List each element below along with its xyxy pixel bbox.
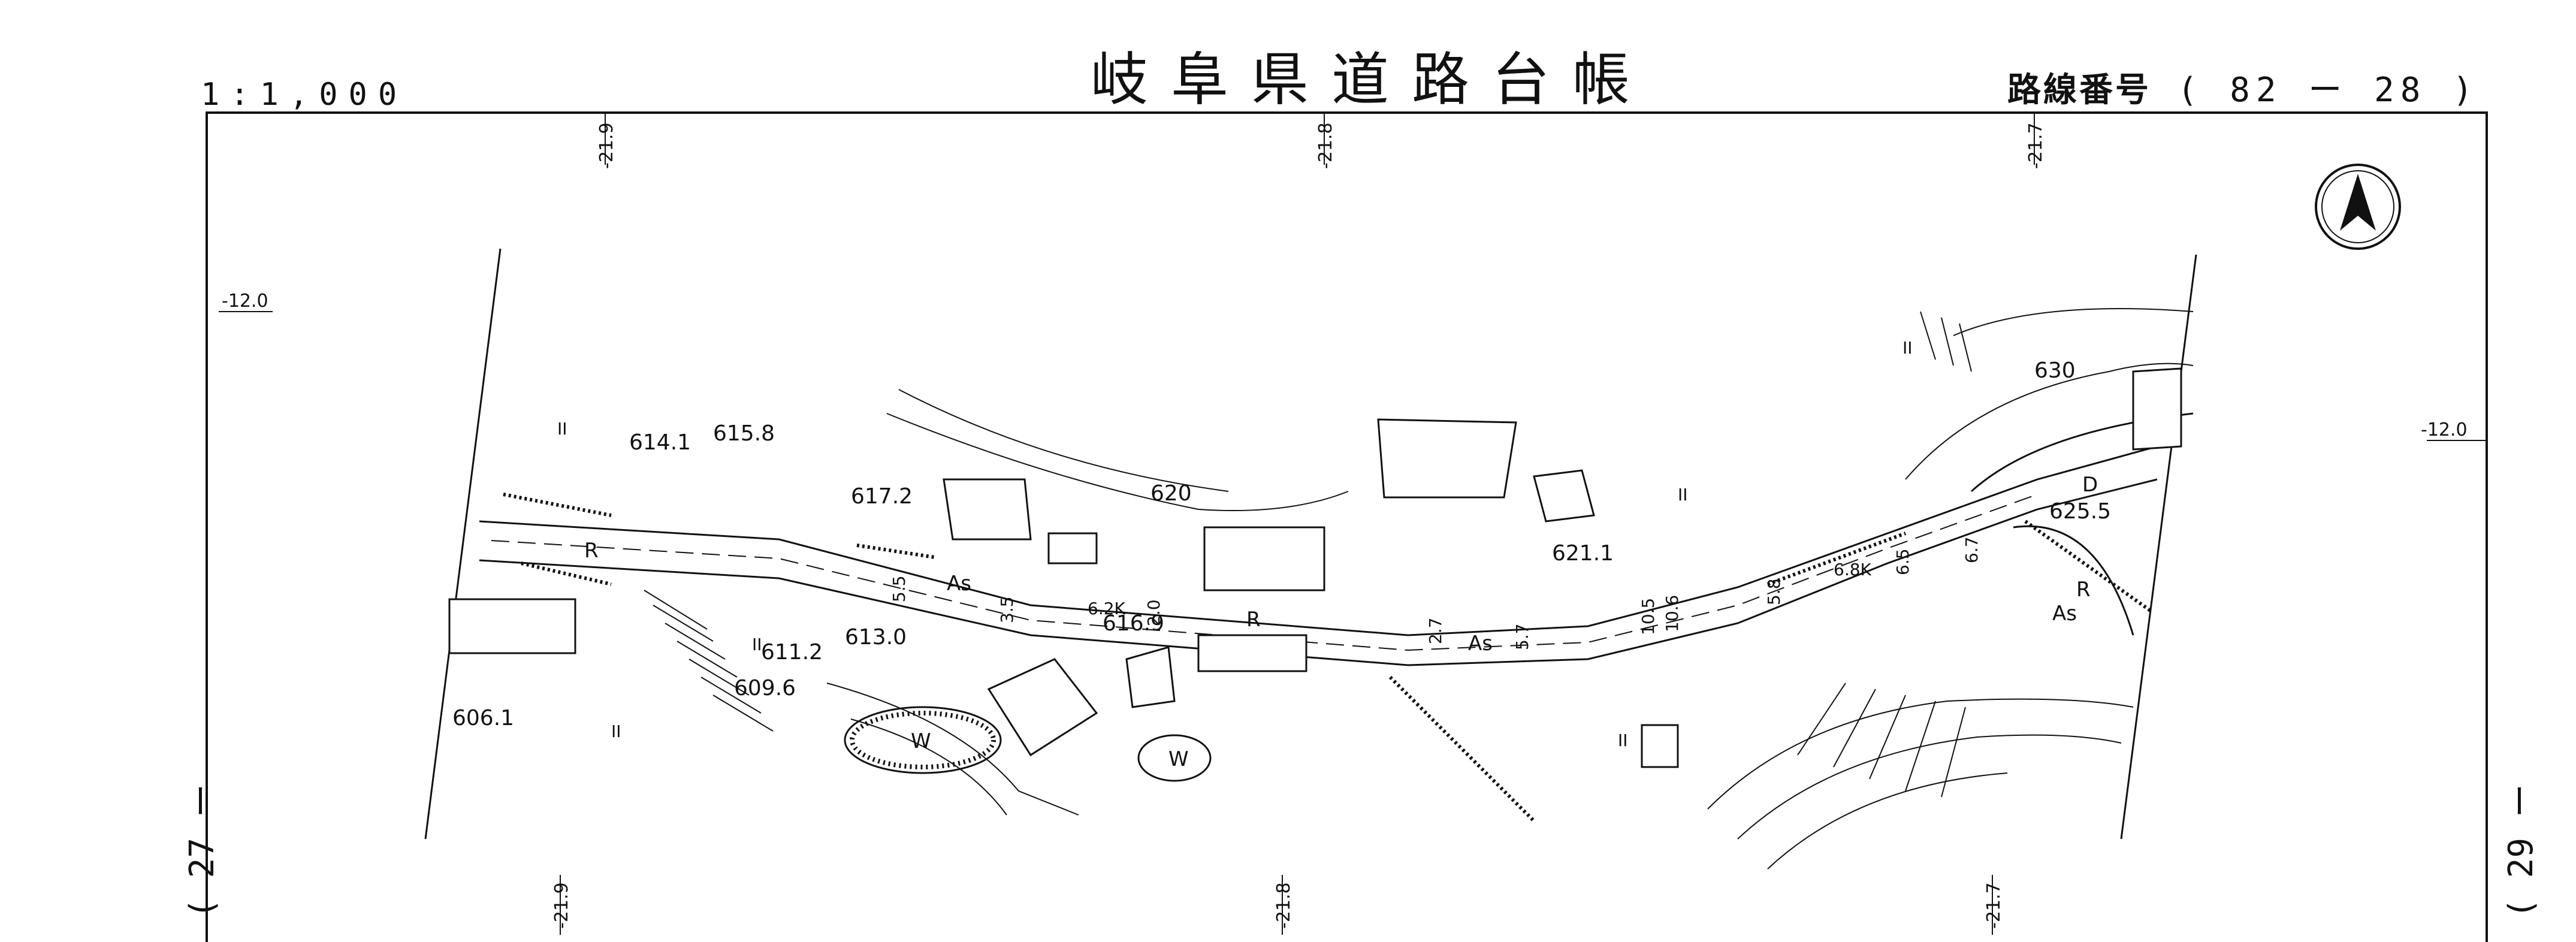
width-5-5: 5.5 — [889, 575, 909, 602]
width-10-5: 10.5 — [1638, 598, 1658, 635]
elevation-606-1: 606.1 — [452, 706, 514, 730]
scale-label: 1:1,000 — [201, 77, 408, 113]
pond-w-2: W — [1168, 747, 1189, 771]
elevation-615-8: 615.8 — [713, 421, 775, 446]
width-5-8: 5.8 — [1764, 578, 1784, 605]
grass-symbol: II — [1678, 485, 1688, 505]
road-d: D — [2082, 473, 2098, 497]
guard-rails — [503, 493, 2152, 823]
grass-symbol: II — [1902, 338, 1913, 358]
kerb-r-mid: R — [1246, 608, 1261, 632]
route-number-label: 路線番号 — [2007, 71, 2151, 110]
elevation-609-6: 609.6 — [734, 676, 796, 701]
elevation-616-9: 616.9 — [1103, 611, 1164, 636]
grass-symbol: II — [752, 635, 762, 654]
elevation-labels: 614.1 615.8 617.2 613.0 611.2 609.6 606.… — [452, 358, 2111, 730]
contour-630: 630 — [2034, 358, 2076, 383]
width-10-6: 10.6 — [1662, 595, 1682, 632]
grass-symbols: II II II II II II — [557, 338, 1913, 750]
kerb-r-right: R — [2076, 578, 2091, 602]
elevation-625-5: 625.5 — [2049, 499, 2111, 524]
grass-symbol: II — [611, 721, 621, 741]
grid-label-left: -12.0 — [222, 291, 268, 312]
grass-symbol: II — [557, 419, 567, 439]
grid-label-bottom-3: -21.7 — [1983, 882, 2004, 929]
elevation-617-2: 617.2 — [851, 484, 913, 509]
surface-as-mid: As — [1468, 632, 1493, 656]
width-2-0: 2.0 — [1144, 599, 1164, 626]
elevation-621-1: 621.1 — [1552, 541, 1614, 566]
width-dimensions: 5.5 3.5 6.2K 2.0 2.7 5.7 10.5 10.6 5.8 6… — [889, 536, 1982, 650]
elevation-613-0: 613.0 — [845, 625, 907, 650]
grid-labels: -21.9 -21.8 -21.7 -21.9 -21.8 -21.7 -12.… — [222, 122, 2468, 929]
width-5-7: 5.7 — [1512, 623, 1532, 650]
grid-label-bottom-1: -21.9 — [551, 882, 572, 929]
surface-as-right: As — [2052, 602, 2077, 626]
width-3-5: 3.5 — [997, 596, 1017, 623]
ponds — [844, 706, 1212, 782]
contours — [826, 308, 2194, 869]
grid-label-top-3: -21.7 — [2025, 122, 2046, 169]
surface-labels: As As As R R R D W W — [584, 473, 2098, 771]
route-number: 路線番号 ( 82 ー 28 ) — [2007, 63, 2479, 111]
contour-620: 620 — [1150, 481, 1192, 506]
width-6-5: 6.5 — [1893, 548, 1913, 575]
north-arrow-icon — [2315, 164, 2401, 250]
grid-label-bottom-2: -21.8 — [1273, 882, 1294, 929]
grid-ticks — [219, 113, 2486, 935]
map-title: 岐阜県道路台帳 — [1091, 46, 1653, 113]
grid-label-top-1: -21.9 — [596, 122, 617, 169]
width-6-8k: 6.8K — [1834, 560, 1872, 579]
slope-hatching — [644, 311, 1972, 798]
grid-label-top-2: -21.8 — [1315, 122, 1336, 169]
map-frame — [206, 111, 2488, 942]
width-6-7: 6.7 — [1962, 536, 1982, 563]
surface-as-left: As — [947, 572, 971, 596]
grid-label-right: -12.0 — [2421, 419, 2468, 440]
kerb-r-left: R — [584, 539, 599, 563]
width-2-7: 2.7 — [1426, 617, 1445, 644]
elevation-611-2: 611.2 — [761, 640, 823, 665]
main-road — [479, 412, 2194, 666]
route-number-value: ( 82 ー 28 ) — [2177, 71, 2479, 110]
grass-symbol: II — [1618, 730, 1628, 750]
pond-w-1: W — [911, 729, 931, 753]
width-6-2k: 6.2K — [1088, 599, 1126, 618]
survey-boundary — [424, 248, 2197, 840]
buildings — [448, 367, 2182, 768]
elevation-614-1: 614.1 — [629, 430, 691, 455]
